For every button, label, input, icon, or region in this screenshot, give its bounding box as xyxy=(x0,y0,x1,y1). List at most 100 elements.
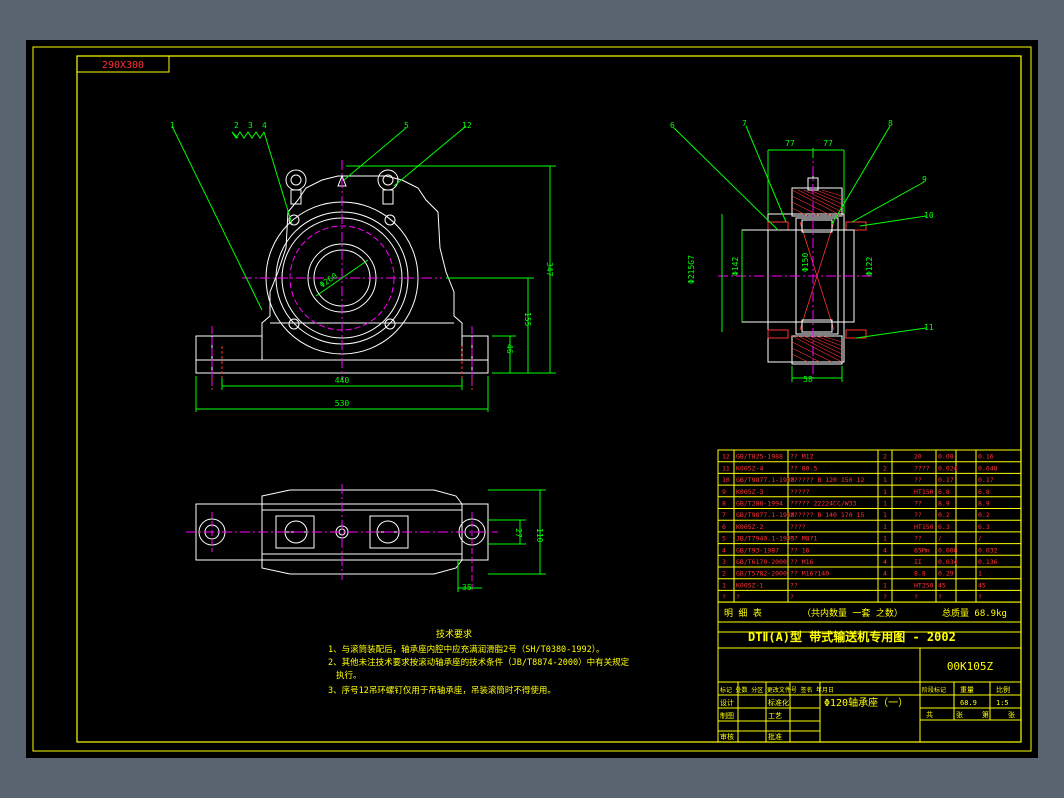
bom-cell: ????? xyxy=(790,488,810,496)
bom-cell: GB/T825-1988 xyxy=(736,453,783,461)
bom-cell: ? xyxy=(883,593,887,601)
bom-cell: 4 xyxy=(883,546,887,554)
bom-cell: ? xyxy=(736,593,740,601)
bom-cell: 2 xyxy=(883,453,887,461)
bom-cell: ? xyxy=(938,593,942,601)
bom-cell: ? xyxy=(722,593,726,601)
bom-cell: 1 xyxy=(978,570,982,578)
bom-cell: ?? xyxy=(914,500,922,508)
bom-cell: ?? 16 xyxy=(790,546,810,554)
callout-4: 4 xyxy=(262,121,267,130)
bom-cell: 0.2 xyxy=(938,511,950,519)
bom-cell: GB/T93-1987 xyxy=(736,546,779,554)
dim-530: 530 xyxy=(335,399,350,408)
bom-footer-mid: （共内数量 一套 之数） xyxy=(802,607,903,619)
bom-cell: ? xyxy=(790,593,794,601)
bom-cell: 10 xyxy=(722,476,730,484)
bom-cell: 2 xyxy=(722,570,726,578)
notes-title: 技术要求 xyxy=(436,628,472,640)
bom-cell: ?? xyxy=(790,581,798,589)
title-text: DTⅡ(A)型 带式输送机专用图 - 2002 xyxy=(748,629,956,644)
label-review: 审核 xyxy=(720,732,734,741)
label-std: 标准化 xyxy=(768,698,789,707)
bom-cell: K005Z-2 xyxy=(736,523,763,531)
bom-cell: ?? xyxy=(914,476,922,484)
bom-cell: 8 xyxy=(722,500,726,508)
outer-border xyxy=(32,46,1032,752)
dim-155: 155 xyxy=(523,312,532,327)
dim-347: 347 xyxy=(545,262,554,277)
bom-cell: 8.9 xyxy=(938,500,950,508)
callout-8: 8 xyxy=(888,119,893,128)
notes-line-1: 1、与滚筒装配后，轴承座内腔中应充满润滑脂2号（SH/T0380-1992）。 xyxy=(328,644,605,655)
bom-cell: 5 xyxy=(722,535,726,543)
notes-line-3: 执行。 xyxy=(336,670,362,681)
bom-cell: GB/T9877.1-1988 xyxy=(736,476,795,484)
callout-5: 5 xyxy=(404,121,409,130)
bom-cell: II xyxy=(914,558,922,566)
bom-cell: 8.9 xyxy=(978,500,990,508)
side-view: 77 77 Φ215G7 Φ142 Φ150 Φ122 58 6 7 8 9 1… xyxy=(670,119,934,384)
bom-cell: 1 xyxy=(883,476,887,484)
sheet-3: 第 xyxy=(982,710,989,719)
bom-cell: 0.16 xyxy=(978,453,994,461)
bom-cell: 1 xyxy=(883,581,887,589)
technical-notes: 技术要求 1、与滚筒装配后，轴承座内腔中应充满润滑脂2号（SH/T0380-19… xyxy=(328,628,630,696)
bom-cell: 8.8 xyxy=(914,570,926,578)
dim-outer: Φ215G7 xyxy=(687,255,696,284)
bom-cell: 3 xyxy=(722,558,726,566)
dim-77b: 77 xyxy=(823,139,833,148)
dim-58: 58 xyxy=(803,375,813,384)
header-mass: 重量 xyxy=(960,686,974,694)
bom-cell: JB/T7940.1-1995 xyxy=(736,535,795,543)
eyebolt-left xyxy=(285,169,307,191)
bom-cell: 1 xyxy=(883,488,887,496)
part-name: Φ120轴承座（一） xyxy=(824,696,908,709)
bom-cell: ?? xyxy=(914,535,922,543)
bom-cell: K005Z-1 xyxy=(736,581,763,589)
bom-cell: ?????? B 120 150 12 xyxy=(790,476,864,484)
dim-35: 35 xyxy=(462,583,472,592)
dim-122: Φ122 xyxy=(865,257,874,276)
dim-150: Φ150 xyxy=(801,253,810,272)
bom-cell: 11 xyxy=(722,464,730,472)
inner-border xyxy=(76,55,1022,743)
bom-cell: 0.2 xyxy=(978,511,990,519)
dim-46: 46 xyxy=(505,344,514,354)
bom-cell: 1 xyxy=(883,535,887,543)
eyebolt-right xyxy=(377,169,399,191)
bom-cell: GB/T5782-2000 xyxy=(736,570,787,578)
header-stage: 阶段标记 xyxy=(922,686,946,694)
mass-value: 68.9 xyxy=(960,699,977,707)
callout-3: 3 xyxy=(248,121,253,130)
dim-142: Φ142 xyxy=(731,257,740,276)
bom-cell: ?? xyxy=(914,511,922,519)
label-approve: 批准 xyxy=(768,732,782,741)
sheet-1: 共 xyxy=(926,710,933,719)
bom-cell: 4 xyxy=(883,558,887,566)
bom-cell: HT150 xyxy=(914,488,934,496)
bom-cell: ? xyxy=(914,593,918,601)
bom-cell: 0.17 xyxy=(978,476,994,484)
sheet-2: 张 xyxy=(956,710,963,719)
label-design: 设计 xyxy=(720,698,734,707)
bom-cell: 6.8 xyxy=(938,488,950,496)
scale-value: 1:5 xyxy=(996,699,1009,707)
bom-cell: 4 xyxy=(883,570,887,578)
bom-cell: 0.17 xyxy=(938,476,954,484)
bom-cell: 2 xyxy=(883,464,887,472)
bom-cell: 0.29 xyxy=(938,570,954,578)
callout-1: 1 xyxy=(170,121,175,130)
bom-cell: 0.08 xyxy=(938,453,954,461)
bom-cell: 1 xyxy=(883,523,887,531)
notes-line-4: 3、序号12吊环螺钉仅用于吊轴承座，吊装滚筒时不得使用。 xyxy=(328,685,556,696)
label-draw: 制图 xyxy=(720,711,734,720)
bom-cell: 6.3 xyxy=(938,523,950,531)
front-base xyxy=(195,175,489,374)
bom-cell: ?????? B 140 170 15 xyxy=(790,511,864,519)
drawing-number: 00K105Z xyxy=(947,660,994,673)
bom-cell: 7 xyxy=(722,511,726,519)
dim-27: 27 xyxy=(514,528,523,538)
dim-110: 110 xyxy=(535,528,544,543)
notes-line-2: 2、其他未注技术要求按滚动轴承座的技术条件（JB/T8874-2000）中有关规… xyxy=(328,657,630,668)
